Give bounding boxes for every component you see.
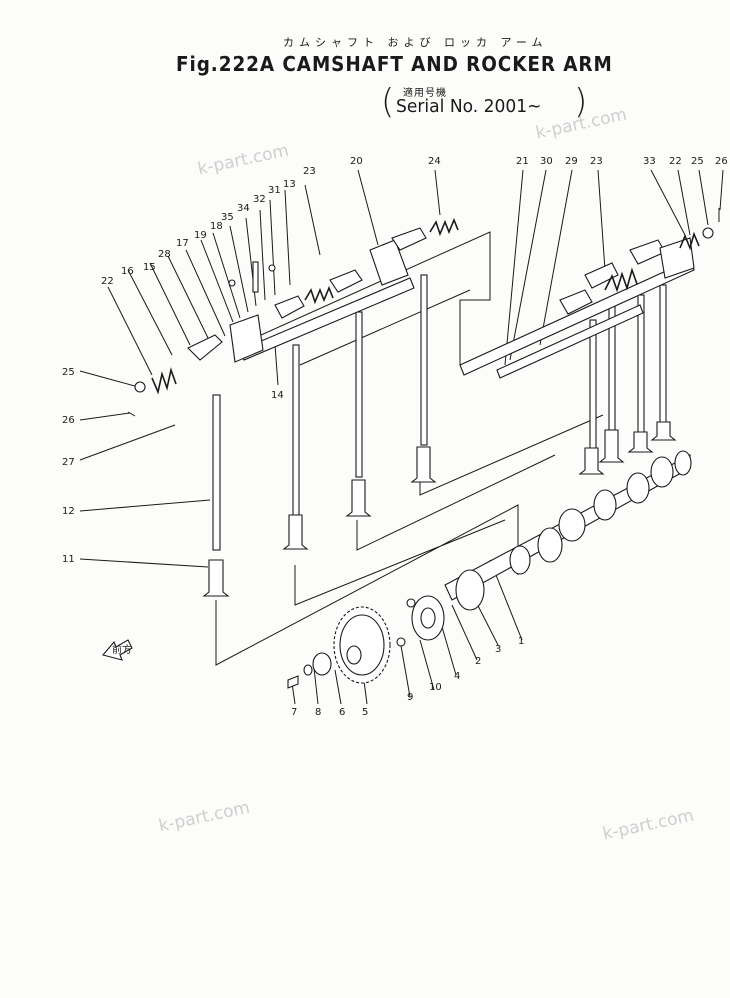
- fasteners: [127, 208, 720, 417]
- callout-label: 21: [516, 156, 529, 167]
- callout-label: 29: [565, 156, 578, 167]
- note-paren-left: (: [381, 82, 395, 122]
- serial-note-japanese: 適用号機: [403, 88, 447, 99]
- callout-label: 26: [62, 415, 75, 426]
- callout-label: 5: [362, 707, 368, 718]
- callout-label: 20: [350, 156, 363, 167]
- rocker-arms: [187, 227, 695, 363]
- callout-label: 34: [237, 203, 250, 214]
- callout-label: 16: [121, 266, 134, 277]
- callout-label: 10: [429, 682, 442, 693]
- callout-label: 7: [291, 707, 297, 718]
- callout-label: 17: [176, 238, 189, 249]
- callout-label: 33: [643, 156, 656, 167]
- callout-label: 22: [669, 156, 682, 167]
- callout-label: 30: [540, 156, 553, 167]
- callout-label: 1: [518, 636, 524, 647]
- callout-label: 3: [495, 644, 501, 655]
- rocker-springs: [151, 217, 700, 395]
- callout-label: 35: [221, 212, 234, 223]
- figure-title: Fig.222A CAMSHAFT AND ROCKER ARM: [176, 52, 613, 76]
- callout-leader-lines: [79, 169, 724, 705]
- callout-label: 11: [62, 554, 75, 565]
- callout-label: 31: [268, 185, 281, 196]
- callout-label: 19: [194, 230, 207, 241]
- callout-label: 12: [62, 506, 75, 517]
- callout-label: 25: [62, 367, 75, 378]
- callout-label: 27: [62, 457, 75, 468]
- serial-number-note: Serial No. 2001~: [396, 96, 542, 117]
- assembly-outline-lines: [215, 231, 604, 666]
- callout-label: 13: [283, 179, 296, 190]
- figure-title-japanese: カムシャフト および ロッカ アーム: [283, 36, 548, 49]
- valve-lifters: [202, 421, 677, 597]
- callout-label: 23: [590, 156, 603, 167]
- callout-label: 4: [454, 671, 460, 682]
- callout-label: 22: [101, 276, 114, 287]
- callout-label: 26: [715, 156, 728, 167]
- callout-label: 8: [315, 707, 321, 718]
- camshaft: [444, 450, 692, 611]
- callout-labels: 1 2 3 4 5 6 7 8 9 10 11 12 13 14 15 16 1…: [62, 156, 728, 718]
- cam-gear: [333, 606, 391, 684]
- callout-label: 14: [271, 390, 284, 401]
- gear-washers: [287, 598, 416, 689]
- callout-label: 6: [339, 707, 345, 718]
- callout-label: 2: [475, 656, 481, 667]
- front-direction-marker: 前方: [102, 639, 133, 661]
- note-paren-right: ): [574, 82, 588, 122]
- callout-label: 23: [303, 166, 316, 177]
- callout-label: 18: [210, 221, 223, 232]
- rocker-shafts: [239, 259, 695, 379]
- front-marker-label: 前方: [112, 643, 132, 656]
- callout-label: 32: [253, 194, 266, 205]
- callout-label: 25: [691, 156, 704, 167]
- callout-label: 9: [407, 692, 413, 703]
- callout-label: 15: [143, 262, 156, 273]
- callout-label: 24: [428, 156, 441, 167]
- callout-label: 28: [158, 249, 171, 260]
- thrust-plate: [411, 595, 445, 641]
